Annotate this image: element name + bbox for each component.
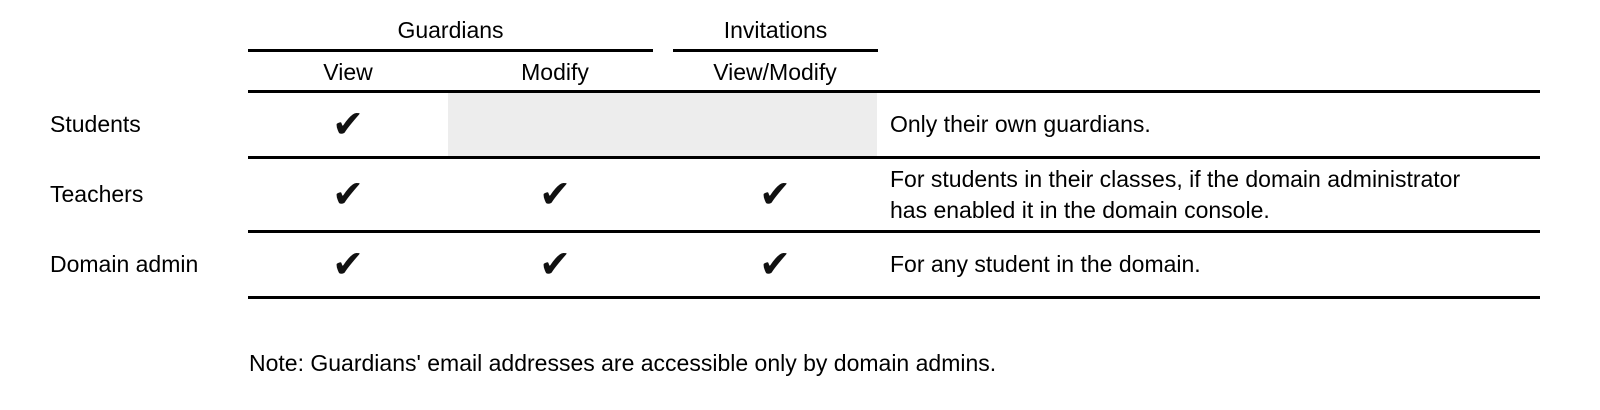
column-group-invitations: Invitations xyxy=(723,17,828,43)
checkmark-icon: ✔ xyxy=(759,244,791,286)
column-header-view-modify: View/Modify xyxy=(713,59,837,85)
row-label-students: Students xyxy=(50,111,141,137)
row-label-teachers: Teachers xyxy=(50,181,144,207)
footnote: Note: Guardians' email addresses are acc… xyxy=(249,350,997,376)
domain-admin-note: For any student in the domain. xyxy=(890,251,1201,277)
teachers-invitations-cell: ✔ xyxy=(675,159,875,230)
checkmark-icon: ✔ xyxy=(759,174,791,216)
table-bottom-border xyxy=(248,296,1540,299)
students-note: Only their own guardians. xyxy=(890,111,1151,137)
column-group-guardians: Guardians xyxy=(397,17,504,43)
domain-admin-invitations-cell: ✔ xyxy=(675,233,875,296)
row-label-domain-admin: Domain admin xyxy=(50,251,199,277)
checkmark-icon: ✔ xyxy=(332,244,364,286)
checkmark-icon: ✔ xyxy=(332,174,364,216)
invitations-underline xyxy=(673,49,878,52)
column-header-modify: Modify xyxy=(521,59,589,85)
row-divider xyxy=(248,156,1540,159)
domain-admin-guardians-view-cell: ✔ xyxy=(248,233,448,296)
column-header-view: View xyxy=(323,59,373,85)
guardians-underline xyxy=(248,49,653,52)
teachers-guardians-modify-cell: ✔ xyxy=(455,159,655,230)
students-guardians-view-cell: ✔ xyxy=(248,93,448,156)
checkmark-icon: ✔ xyxy=(539,174,571,216)
teachers-guardians-view-cell: ✔ xyxy=(248,159,448,230)
teachers-note: For students in their classes, if the do… xyxy=(890,165,1461,223)
domain-admin-guardians-modify-cell: ✔ xyxy=(455,233,655,296)
row-divider xyxy=(248,230,1540,233)
header-divider xyxy=(248,90,1540,93)
checkmark-icon: ✔ xyxy=(539,244,571,286)
students-disabled-cells xyxy=(448,93,877,156)
checkmark-icon: ✔ xyxy=(332,104,364,146)
